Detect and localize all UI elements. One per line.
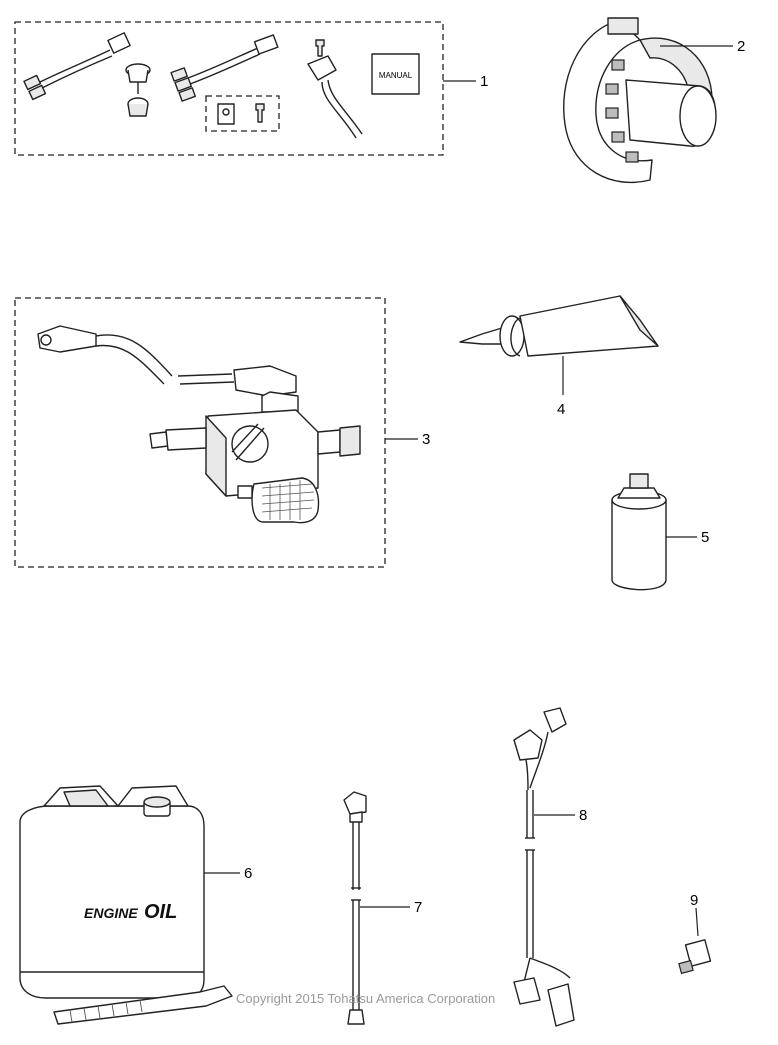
part-7-cable: 7 — [343, 791, 422, 1025]
primer-hose — [37, 325, 297, 397]
callout-8: 8 — [579, 807, 587, 824]
fuel-pump-body — [149, 391, 361, 524]
manual-booklet: MANUAL — [371, 53, 420, 95]
callout-2: 2 — [737, 38, 745, 55]
kit-1-dashed-box — [14, 21, 444, 156]
part-5-can: 5 — [611, 473, 709, 591]
oil-brand-word-1: ENGINE — [84, 905, 138, 921]
part-4-grease-tube: 4 — [459, 295, 659, 418]
callout-7: 7 — [414, 899, 422, 916]
callout-5: 5 — [701, 529, 709, 546]
copyright-watermark: Copyright 2015 Tohatsu America Corporati… — [236, 991, 495, 1006]
wire-harness-b — [170, 34, 279, 102]
callout-3: 3 — [422, 431, 430, 448]
bracket-sub-box — [205, 95, 280, 132]
oil-brand-word-2: OIL — [144, 901, 177, 923]
kit-3-group: 3 — [14, 297, 430, 568]
part-6-oil-jug: ENGINE OIL 6 — [19, 785, 252, 1025]
callout-4: 4 — [557, 401, 565, 418]
callout-6: 6 — [244, 865, 252, 882]
sensor-with-hose — [307, 39, 363, 139]
wire-harness-a — [23, 32, 131, 101]
manual-label: MANUAL — [379, 71, 413, 80]
part-8-harness: 8 — [513, 707, 587, 1027]
kit-1-group: MANUAL 1 — [14, 21, 488, 156]
grommet-plug — [125, 63, 151, 117]
part-2-hub: 2 — [563, 17, 745, 184]
callout-1: 1 — [480, 73, 488, 90]
kit-3-dashed-box — [14, 297, 386, 568]
part-9-bolt: 9 — [678, 892, 712, 975]
callout-9: 9 — [690, 892, 698, 909]
